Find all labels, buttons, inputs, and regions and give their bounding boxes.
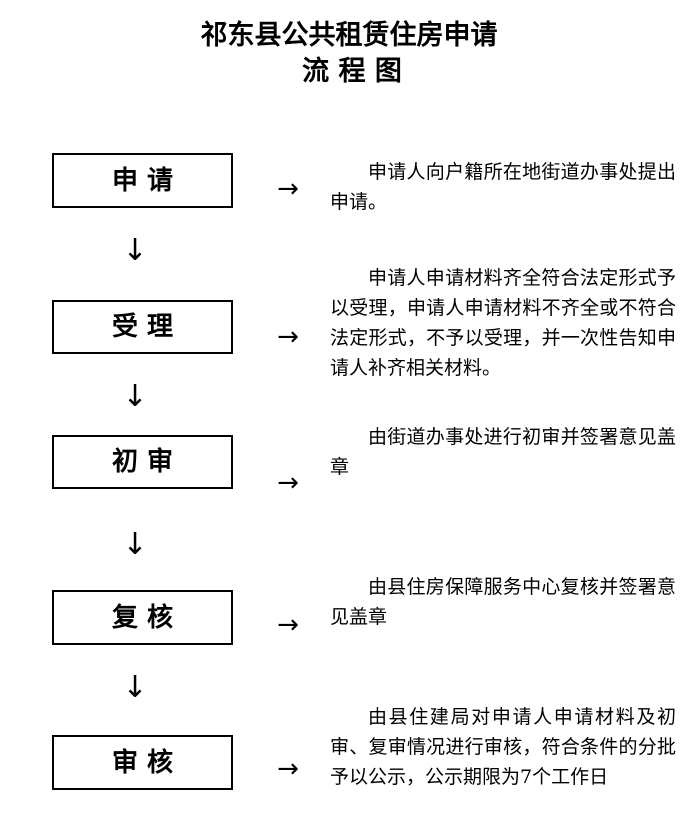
flow-box-label-recheck: 复 核 [111,602,174,633]
down-arrow-icon-apply: ↓ [122,233,148,268]
description-recheck: 由县住房保障服务中心复核并签署意见盖章 [330,576,676,628]
title-line-1: 祁东县公共租赁住房申请 [200,20,498,51]
flow-box-label-audit: 审 核 [111,747,174,778]
page-title: 祁东县公共租赁住房申请 流 程 图 [0,18,698,90]
down-arrow-icon-accept: ↓ [122,379,148,414]
description-first-review: 由街道办事处进行初审并签署意见盖章 [330,426,676,478]
flow-box-apply[interactable]: 申 请 [52,153,233,208]
right-arrow-icon-accept: → [277,322,299,352]
down-arrow-icon-recheck: ↓ [122,670,148,705]
down-arrow-icon-first-review: ↓ [122,527,148,562]
flow-box-label-first-review: 初 审 [111,447,174,477]
flow-box-recheck[interactable]: 复 核 [52,590,233,645]
right-arrow-icon-audit: → [277,754,299,784]
description-audit: 由县住建局对申请人申请材料及初审、复审情况进行审核，符合条件的分批予以公示，公示… [330,706,676,788]
right-arrow-icon-apply: → [277,174,299,204]
right-arrow-icon-first-review: → [277,468,299,498]
flow-box-label-accept: 受 理 [111,312,174,342]
flow-box-accept[interactable]: 受 理 [52,300,233,354]
flow-box-audit[interactable]: 审 核 [52,735,233,790]
flow-box-label-apply: 申 请 [111,165,174,196]
description-accept: 申请人申请材料齐全符合法定形式予以受理，申请人申请材料不齐全或不符合法定形式，不… [330,267,676,379]
title-line-2: 流 程 图 [302,56,402,87]
flow-box-first-review[interactable]: 初 审 [52,435,233,489]
description-apply: 申请人向户籍所在地街道办事处提出申请。 [330,161,676,213]
right-arrow-icon-recheck: → [277,610,299,640]
